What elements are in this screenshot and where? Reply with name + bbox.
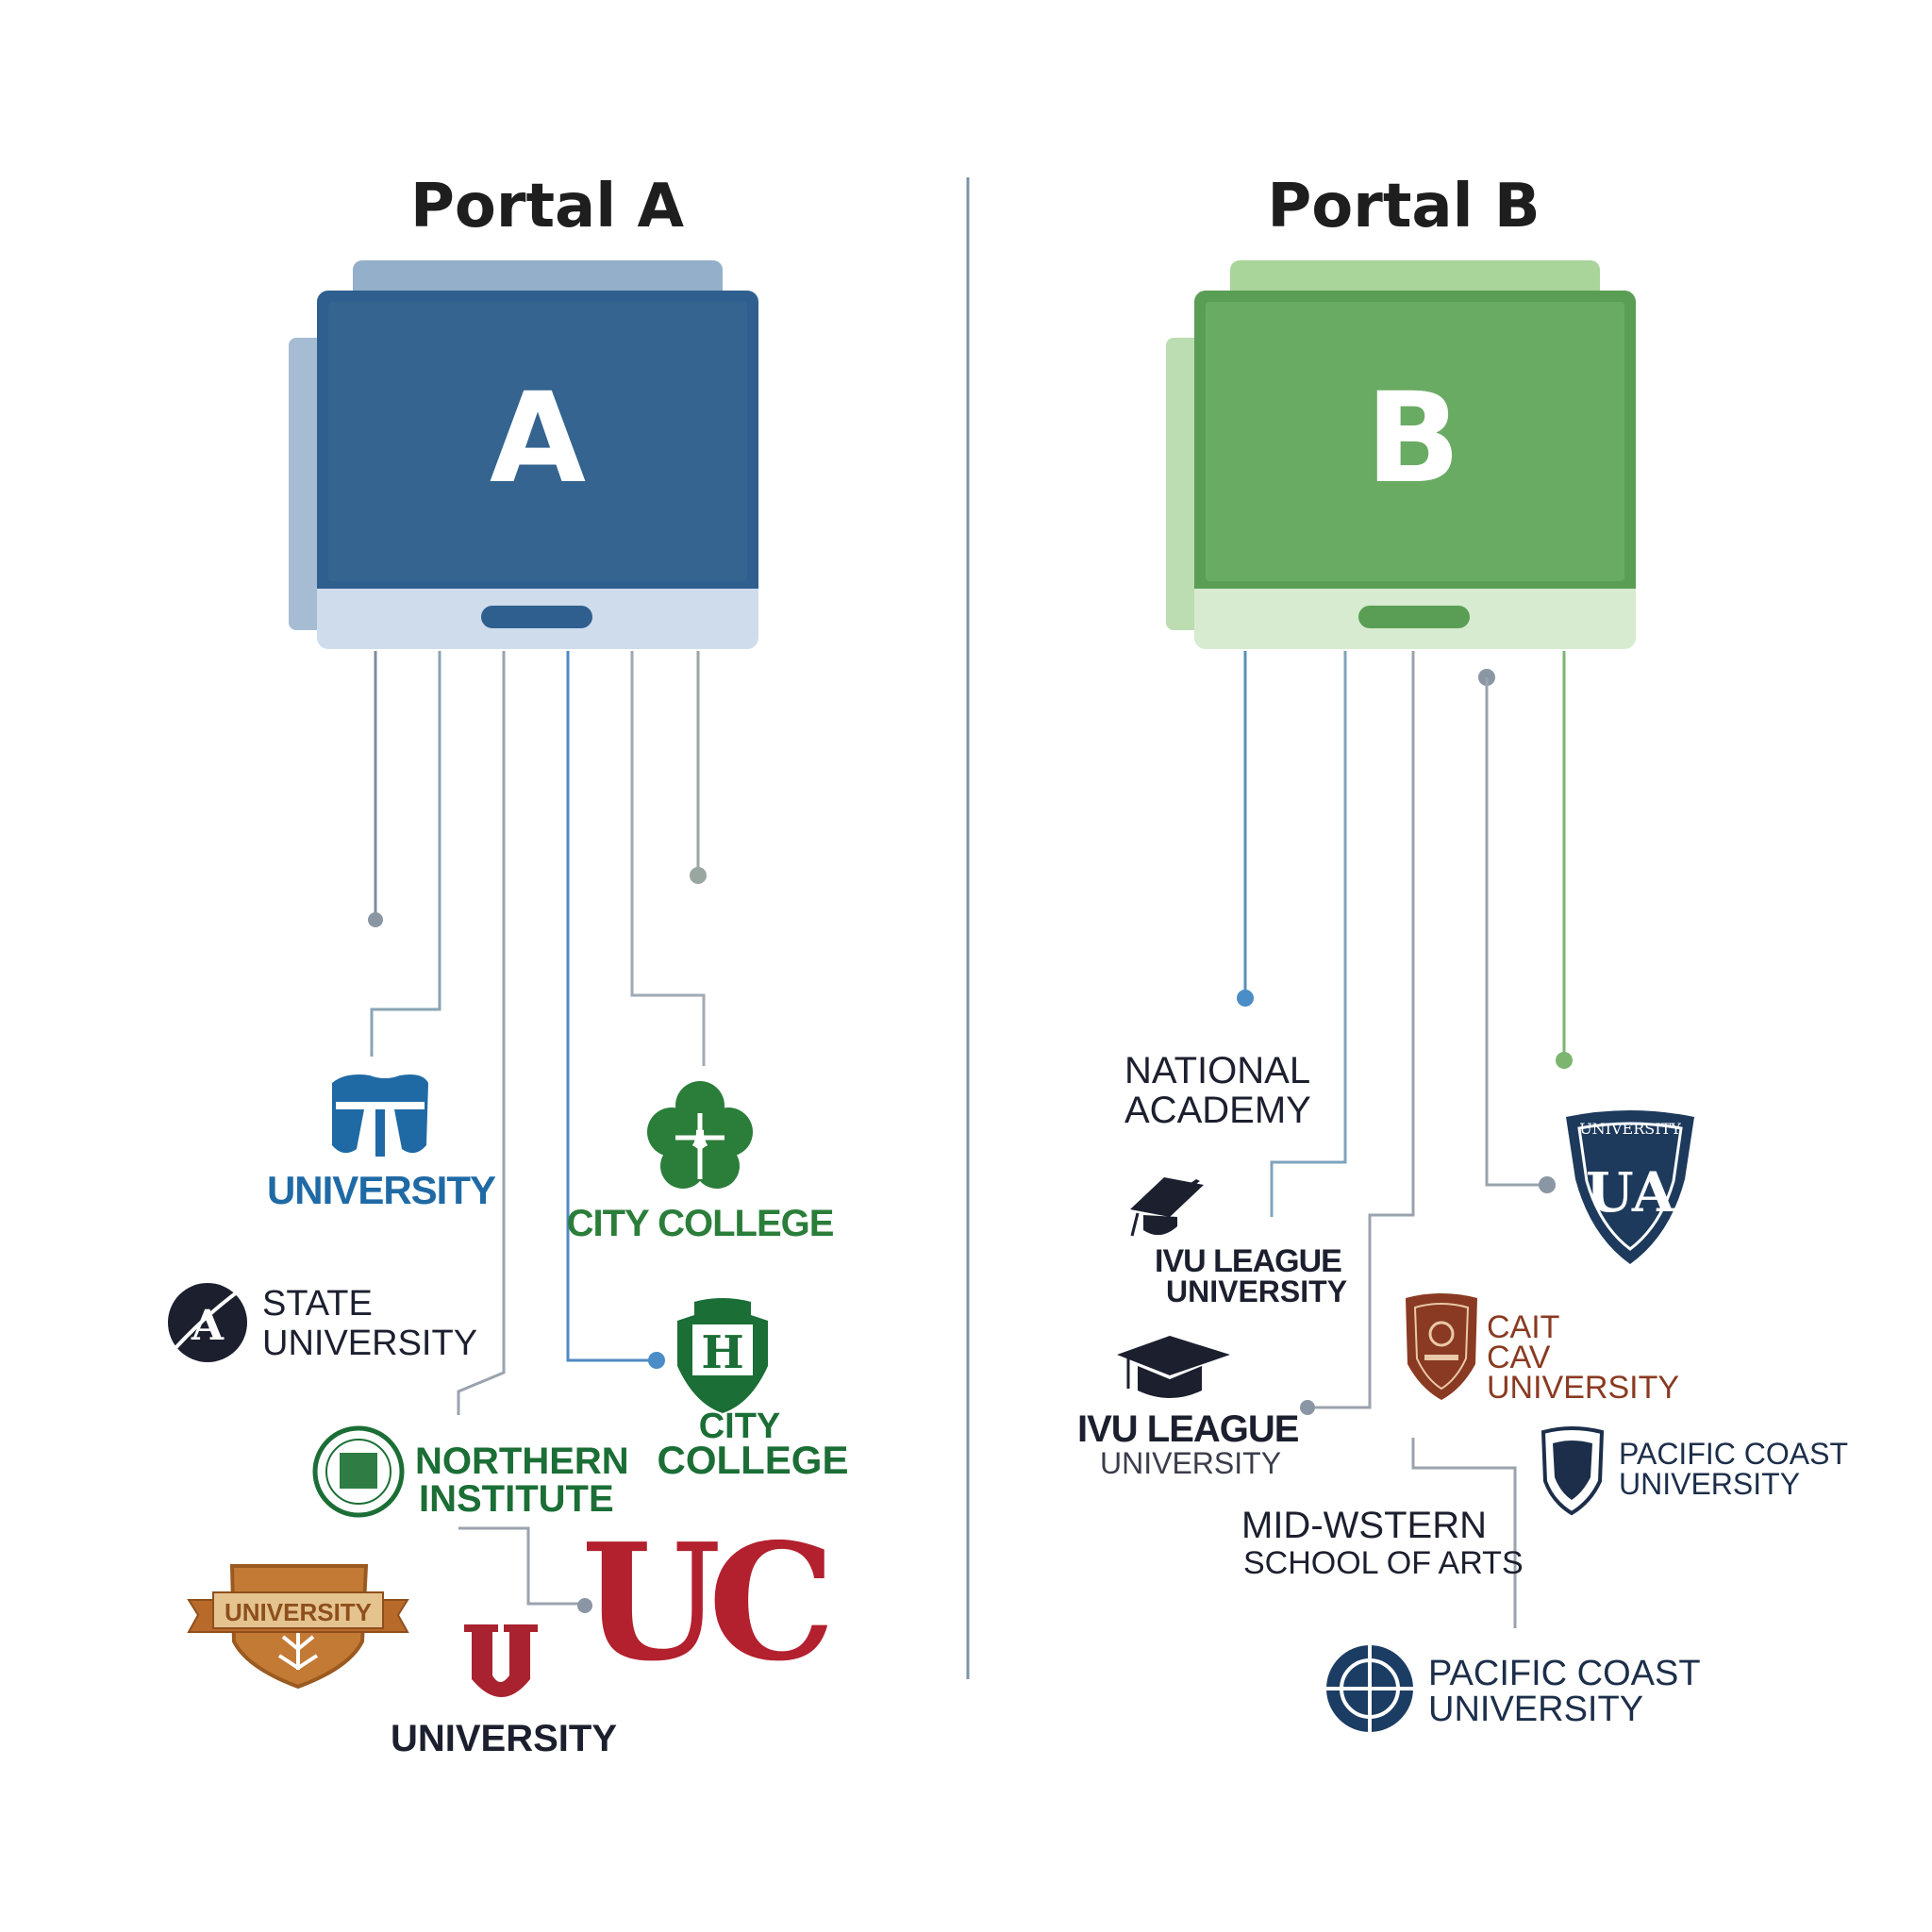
logo-city-college-crest: H CITY COLLEGE [657, 1298, 849, 1482]
svg-text:H: H [701, 1326, 743, 1379]
logo-state-university: A STATE UNIVERSITY [164, 1279, 477, 1363]
portal-b-letter: B [1366, 366, 1461, 511]
connector-line [457, 651, 506, 1415]
pacific-coast-2-line2: UNIVERSITY [1428, 1690, 1643, 1729]
mid-western-line2: SCHOOL OF ARTS [1243, 1545, 1524, 1581]
logo-ivy-league-1: IVU LEAGUE UNIVERSITY [1130, 1177, 1347, 1308]
northern-institute-line2: INSTITUTE [419, 1478, 614, 1520]
uc-mark: UC [581, 1508, 827, 1697]
pacific-coast-2-line1: PACIFIC COAST [1428, 1654, 1701, 1693]
logo-mid-western: MID-WSTERN SCHOOL OF ARTS [1241, 1505, 1524, 1581]
logo-pacific-coast-2: PACIFIC COAST UNIVERSITY [1326, 1645, 1701, 1732]
portal-a: Portal A A [164, 172, 849, 1759]
ivy-league-1-line1: IVU LEAGUE [1155, 1243, 1341, 1279]
connector-dot [577, 1598, 592, 1613]
cait-cav-line3: UNIVERSITY [1487, 1370, 1679, 1406]
logo-city-college-clover: CITY COLLEGE [567, 1081, 835, 1244]
logo-national-academy: NATIONAL ACADEMY [1124, 1050, 1311, 1131]
cait-cav-line1: CAIT [1487, 1309, 1559, 1345]
connector-dot [1300, 1400, 1315, 1415]
connector-line [630, 651, 706, 1066]
arch-icon [332, 1074, 428, 1154]
ivy-league-2-line1: IVU LEAGUE [1077, 1408, 1299, 1450]
national-academy-line1: NATIONAL [1124, 1050, 1310, 1091]
university-shield-ribbon: UNIVERSITY [225, 1598, 372, 1626]
connector-dot [1539, 1176, 1556, 1193]
connector-dot [690, 867, 707, 884]
clover-icon [647, 1081, 753, 1189]
connector-line [370, 651, 441, 1057]
state-seal-icon [168, 1283, 247, 1362]
portal-b: Portal B B NATIONAL [1077, 172, 1848, 1732]
university-blue-label: UNIVERSITY [267, 1168, 496, 1212]
pacific-coast-1-line1: PACIFIC COAST [1619, 1437, 1848, 1471]
logo-ivy-league-2: IVU LEAGUE UNIVERSITY [1077, 1336, 1300, 1480]
connector-line [1485, 677, 1547, 1187]
national-academy-line2: ACADEMY [1124, 1090, 1311, 1131]
pacific-coast-1-line2: UNIVERSITY [1619, 1467, 1800, 1501]
logo-ua-shield: UNIVERSITY UA [1566, 1110, 1694, 1264]
logo-university-shield: UNIVERSITY [187, 1564, 409, 1690]
graduation-cap-icon [1130, 1177, 1204, 1237]
logo-cait-cav: CAIT CAV UNIVERSITY [1406, 1293, 1679, 1406]
portal-b-monitor-icon: B [1166, 260, 1636, 649]
connector-line [1270, 651, 1347, 1217]
cait-cav-line2: CAV [1487, 1340, 1551, 1375]
logo-university-blue: UNIVERSITY [267, 1074, 497, 1212]
graduation-cap-icon [1117, 1336, 1230, 1398]
ua-shield-mark: UA [1586, 1160, 1675, 1224]
state-university-line1: STATE [262, 1284, 373, 1324]
connector-dot [1556, 1052, 1573, 1069]
logo-university-u: UNIVERSITY [391, 1624, 617, 1759]
northern-institute-line1: NORTHERN [415, 1441, 629, 1482]
connector-line [566, 651, 655, 1362]
u-monogram-icon [464, 1624, 538, 1697]
city-college-crest-line2: COLLEGE [657, 1438, 848, 1482]
portal-a-letter: A [490, 366, 586, 511]
portal-a-monitor-icon: A [289, 260, 758, 649]
logo-uc: UC [581, 1508, 841, 1697]
portal-a-title: Portal A [410, 172, 684, 242]
state-university-line2: UNIVERSITY [262, 1324, 477, 1363]
shield-icon [1566, 1110, 1694, 1264]
city-college-clover-label: CITY COLLEGE [567, 1203, 834, 1244]
logo-northern-institute: NORTHERN INSTITUTE [312, 1425, 629, 1520]
ua-shield-arc: UNIVERSITY [1579, 1120, 1681, 1138]
connector-dot [1237, 990, 1254, 1007]
connector-line [1411, 1438, 1517, 1628]
university-u-label: UNIVERSITY [391, 1718, 617, 1759]
svg-text:A: A [191, 1302, 225, 1350]
portal-b-connectors [1237, 651, 1573, 1628]
connector-line [1307, 651, 1415, 1409]
portal-b-title: Portal B [1267, 172, 1540, 242]
logo-pacific-coast-1: PACIFIC COAST UNIVERSITY [1541, 1426, 1848, 1516]
ivy-league-2-line2: UNIVERSITY [1100, 1446, 1281, 1480]
connector-dot [648, 1352, 665, 1369]
ivy-league-1-line2: UNIVERSITY [1166, 1274, 1347, 1308]
portal-a-connectors [368, 651, 707, 1613]
mid-western-line1: MID-WSTERN [1241, 1505, 1487, 1546]
city-college-crest-line1: CITY [699, 1407, 781, 1446]
connector-line [458, 1526, 585, 1606]
connector-dot [368, 912, 383, 927]
